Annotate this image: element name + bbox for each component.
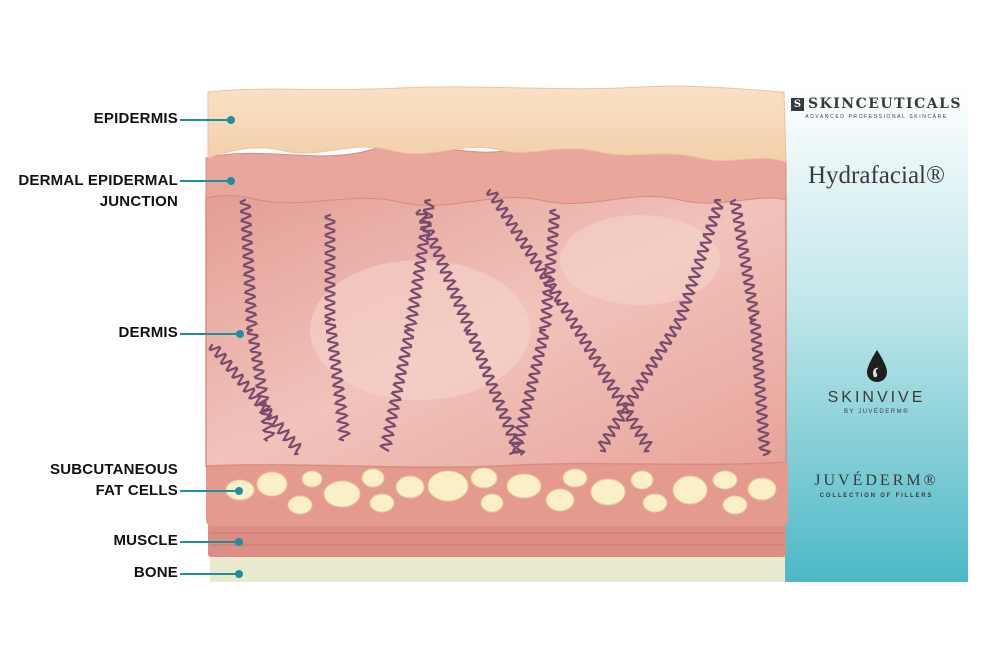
fat-cell: [722, 495, 748, 515]
fat-cell: [590, 478, 626, 506]
collagen-fiber: [324, 213, 336, 322]
collagen-fibers: [208, 188, 772, 457]
leader-line-bone: [180, 573, 238, 575]
skinvive-logo: SKINVIVE BY JUVÉDERM®: [785, 348, 968, 415]
skinceuticals-tagline: ADVANCED PROFESSIONAL SKINCARE: [805, 114, 948, 120]
collagen-fiber: [675, 198, 724, 321]
leader-line-dej: [180, 180, 230, 182]
leader-dot-fat: [235, 487, 243, 495]
brand-panel-background: [785, 84, 968, 582]
juvederm-logo: JUVÉDERM® COLLECTION OF FILLERS: [785, 472, 968, 499]
collagen-fiber: [509, 328, 550, 455]
collagen-fiber: [239, 198, 259, 332]
fat-cell: [323, 480, 361, 508]
muscle-layer: [208, 522, 786, 557]
fat-cell: [712, 470, 738, 490]
collagen-fiber: [729, 198, 760, 321]
label-subcutaneous-fat-cells: SUBCUTANEOUS FAT CELLS: [50, 459, 178, 501]
label-muscle: MUSCLE: [113, 532, 178, 549]
fat-cell: [642, 493, 668, 513]
leader-line-epidermis: [180, 119, 230, 121]
label-fat-line2: FAT CELLS: [95, 482, 178, 499]
collagen-fiber: [749, 318, 772, 457]
collagen-fiber: [246, 328, 276, 442]
collagen-fiber: [597, 317, 682, 453]
fat-cell: [506, 473, 542, 499]
fat-cell: [287, 495, 313, 515]
hydrafacial-logo: Hydrafacial®: [808, 162, 945, 189]
skinvive-name: SKINVIVE: [827, 389, 926, 406]
skinceuticals-logo: S SKINCEUTICALS ADVANCED PROFESSIONAL SK…: [785, 96, 968, 120]
collagen-fiber: [415, 208, 475, 332]
collagen-fiber: [208, 343, 302, 456]
label-fat-line1: SUBCUTANEOUS: [50, 461, 178, 478]
label-bone: BONE: [133, 564, 178, 581]
label-dej-line1: DERMAL EPIDERMAL: [18, 172, 178, 189]
leader-dot-dej: [227, 177, 235, 185]
leader-dot-epidermis: [227, 116, 235, 124]
epidermis-layer: [207, 85, 787, 163]
brand-panel: S SKINCEUTICALS ADVANCED PROFESSIONAL SK…: [785, 84, 968, 582]
collagen-fiber: [538, 208, 561, 331]
fat-cell: [630, 470, 654, 490]
fat-cell: [361, 468, 385, 488]
skinceuticals-name: SKINCEUTICALS: [807, 96, 963, 112]
fat-cell: [545, 488, 575, 512]
leader-dot-bone: [235, 570, 243, 578]
fat-cell: [301, 470, 323, 488]
dermis-highlight: [560, 215, 720, 305]
collagen-fiber: [555, 298, 654, 453]
label-epidermis: EPIDERMIS: [93, 110, 178, 127]
leader-line-muscle: [180, 541, 238, 543]
label-dermal-epidermal-junction: DERMAL EPIDERMAL JUNCTION: [18, 170, 178, 212]
leader-dot-muscle: [235, 538, 243, 546]
juvederm-name: JUVÉDERM®: [814, 472, 939, 489]
leader-line-fat: [180, 490, 238, 492]
skinvive-tagline: BY JUVÉDERM®: [844, 409, 909, 415]
fat-cell: [562, 468, 588, 488]
fat-cell: [480, 493, 504, 513]
collagen-fiber: [465, 328, 526, 456]
label-dermis: DERMIS: [118, 324, 178, 341]
leader-dot-dermis: [236, 330, 244, 338]
collagen-fiber: [378, 328, 415, 452]
fat-cell: [672, 475, 708, 505]
fat-cells: [225, 467, 777, 515]
fat-cell: [470, 467, 498, 489]
fat-cell: [427, 470, 469, 502]
fat-cell: [395, 475, 425, 499]
droplet-icon: [866, 350, 887, 382]
juvederm-tagline: COLLECTION OF FILLERS: [819, 493, 934, 499]
fat-cell: [256, 471, 288, 497]
fat-cell: [747, 477, 777, 501]
label-dej-line2: JUNCTION: [99, 193, 178, 210]
fat-cell: [369, 493, 395, 513]
dermis-highlight: [310, 260, 530, 400]
leader-line-dermis: [180, 333, 240, 335]
s-monogram-icon: S: [790, 97, 804, 111]
bone-layer: [210, 556, 785, 582]
collagen-fiber: [324, 318, 352, 442]
